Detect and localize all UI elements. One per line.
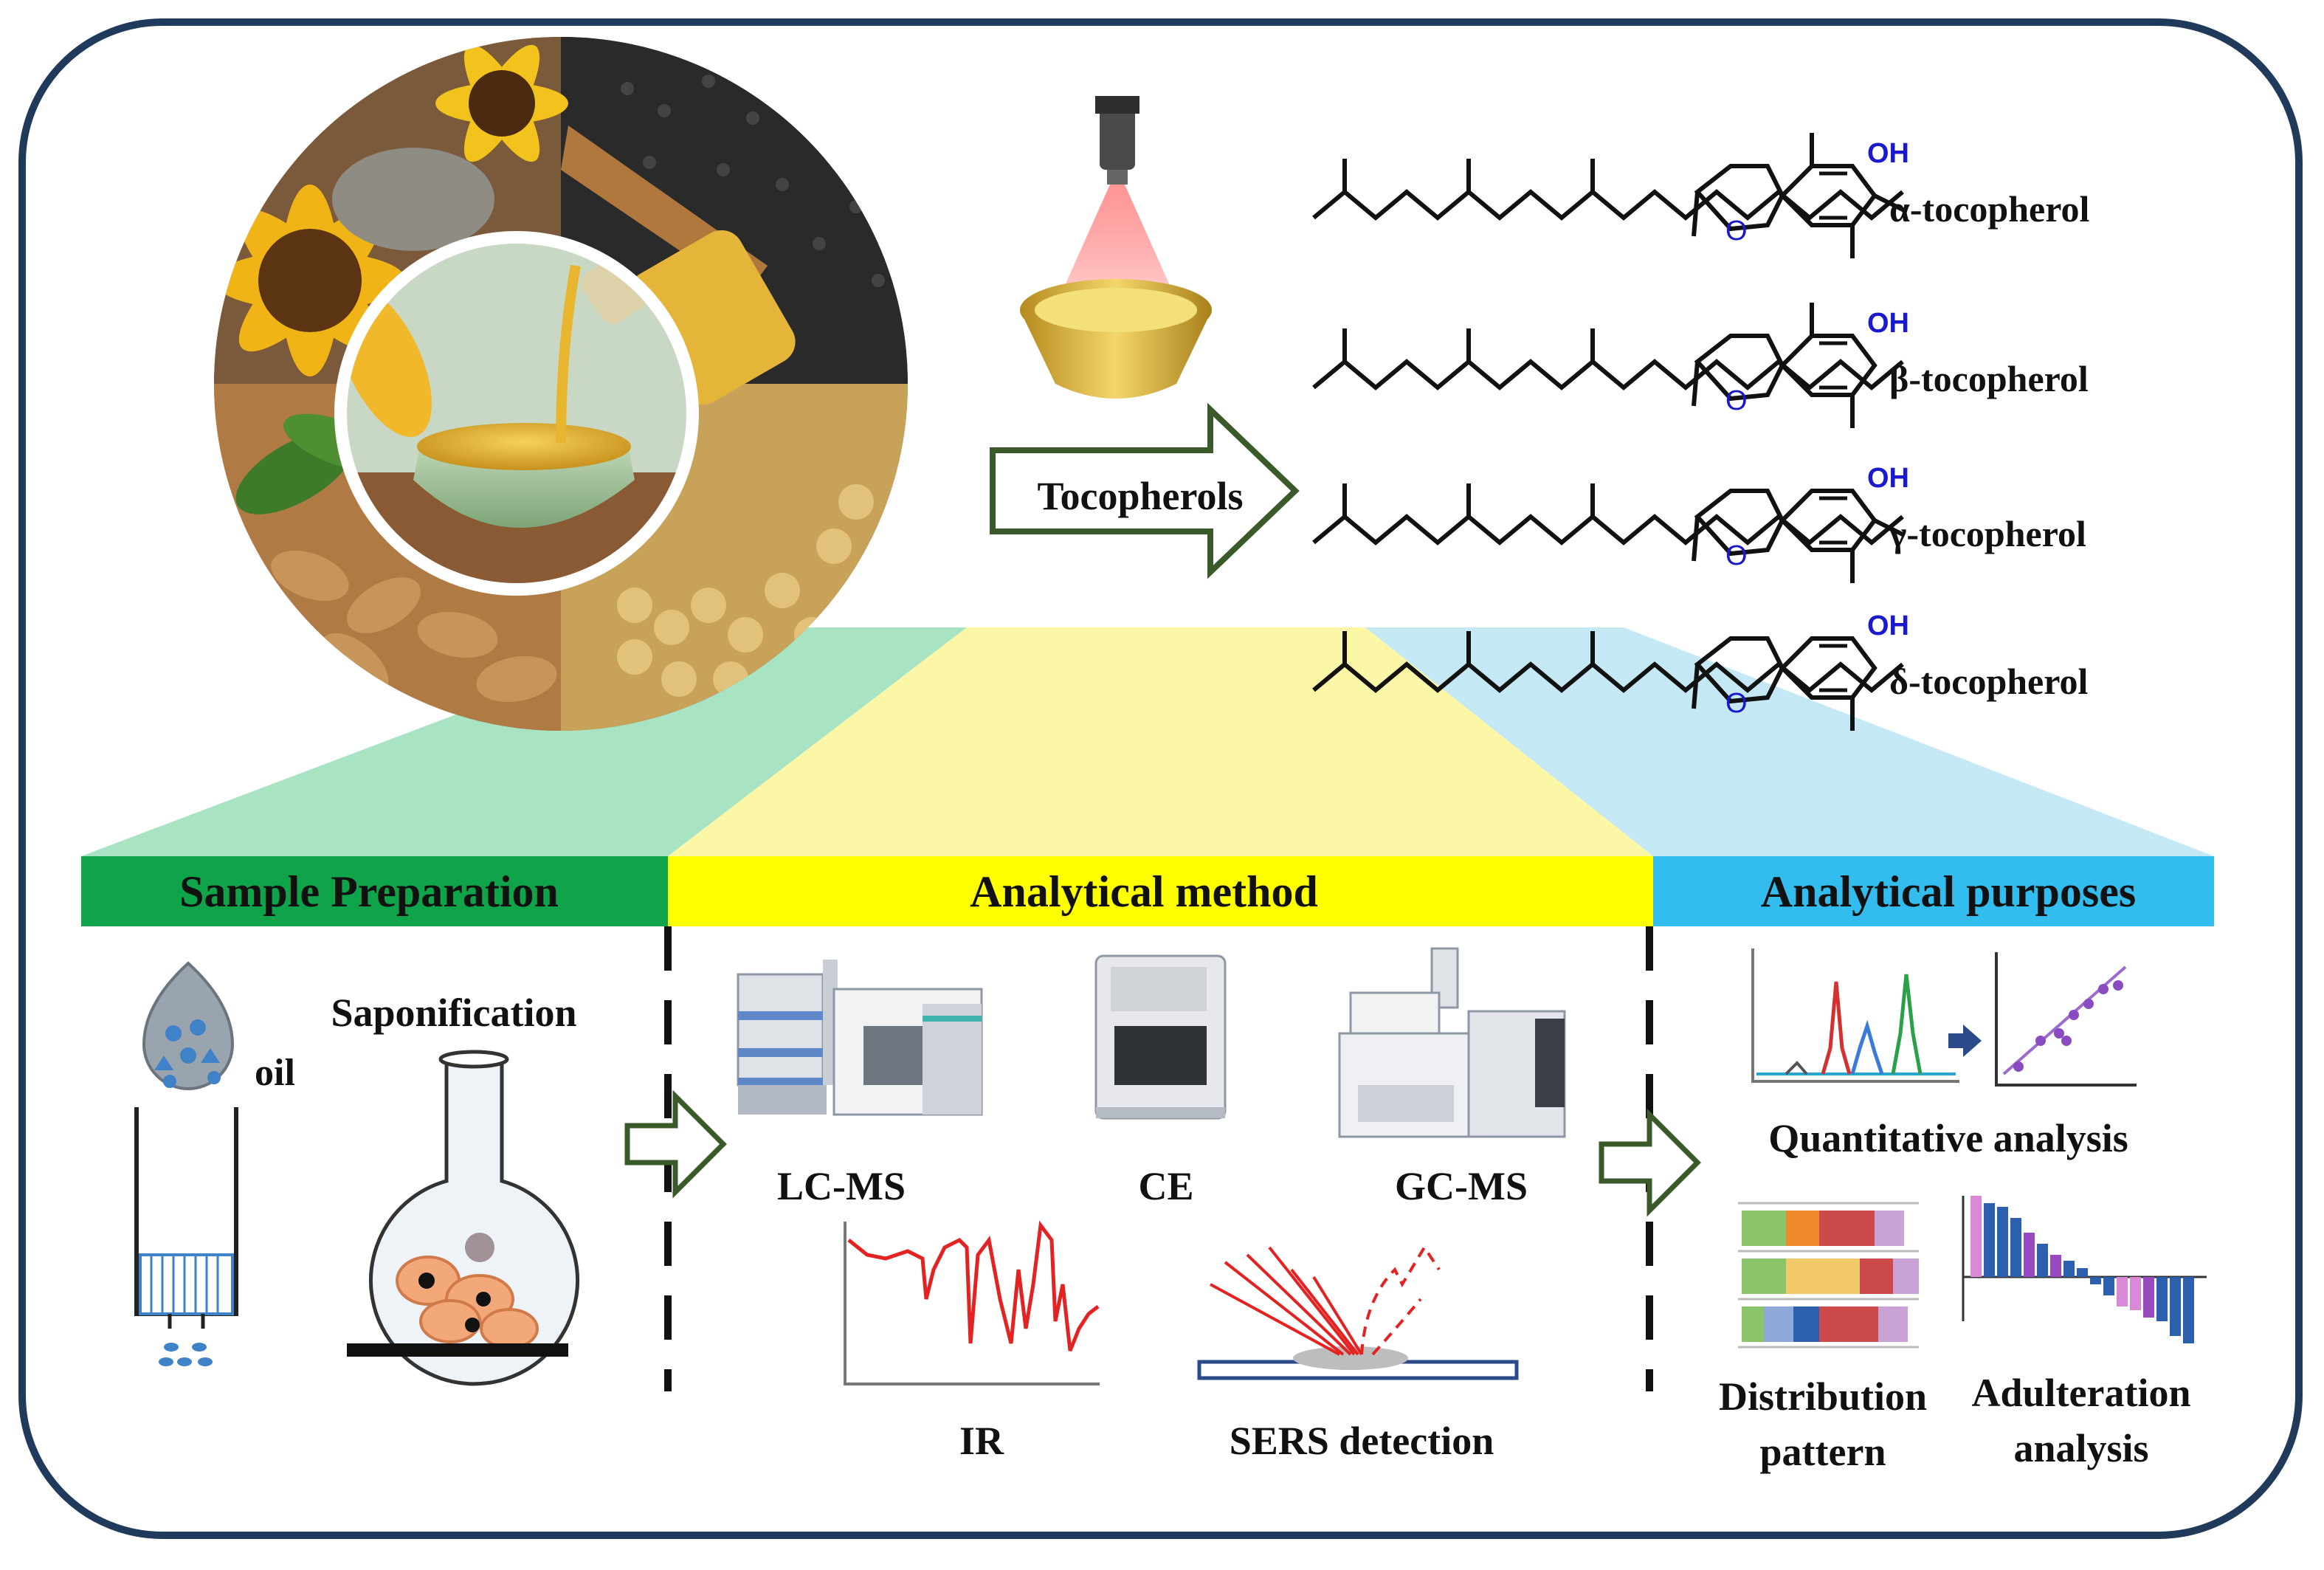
lcms-instrument-icon — [737, 960, 983, 1116]
adulteration-label-line2: analysis — [2013, 1426, 2148, 1470]
flask-icon — [347, 1050, 579, 1386]
adulteration-bar-chart-icon — [1962, 1196, 2207, 1343]
distribution-segment — [1793, 1306, 1819, 1342]
adulteration-bar — [2130, 1277, 2141, 1310]
distribution-segment — [1860, 1259, 1893, 1294]
oil-label: oil — [255, 1052, 295, 1094]
tocopherols-label: Tocopherols — [1037, 474, 1243, 518]
small-blue-arrow-icon — [1948, 1025, 1982, 1057]
tocopherols-arrow: Tocopherols — [990, 402, 1300, 579]
distribution-segment — [1742, 1211, 1786, 1246]
tocopherol-molecule-2: OH Oβ-tocopherol — [1312, 303, 2089, 428]
adulteration-bar — [2063, 1261, 2075, 1277]
adulteration-bar — [2156, 1277, 2168, 1321]
distribution-segment — [1742, 1306, 1764, 1342]
distribution-segment — [1893, 1259, 1919, 1294]
adulteration-bar — [2010, 1218, 2021, 1277]
bar-analytical-purposes — [1653, 856, 2214, 926]
tocopherol-molecule-1: OH Oα-tocopherol — [1312, 133, 2089, 258]
sunflower-image — [214, 185, 406, 376]
adulteration-bar — [2183, 1277, 2194, 1343]
ring-oxygen-label: O — [1725, 385, 1748, 416]
molecule-name: β-tocopherol — [1889, 358, 2089, 399]
sers-detection-icon — [1197, 1244, 1519, 1380]
saponification-label: Saponification — [331, 991, 576, 1035]
calibration-plot-icon — [1995, 952, 2137, 1087]
hydroxyl-label: OH — [1867, 610, 1909, 641]
ring-oxygen-label: O — [1725, 540, 1748, 571]
gcms-instrument-icon — [1338, 947, 1566, 1138]
tocopherol-molecule-4: OH Oδ-tocopherol — [1312, 610, 2089, 731]
distribution-label-line2: pattern — [1760, 1430, 1886, 1474]
oil-dish-icon — [1020, 279, 1212, 399]
distribution-segment — [1786, 1211, 1819, 1246]
funnel-yellow — [668, 627, 1653, 856]
flow-arrow-left — [624, 1089, 727, 1199]
analytical-purposes-title: Analytical purposes — [1761, 867, 2136, 916]
tocopherol-structures: OHOα-tocopherolOHOβ-tocopherolOHOγ-tocop… — [1312, 133, 2089, 731]
adulteration-bar — [1970, 1196, 1982, 1277]
ce-label: CE — [1138, 1164, 1193, 1208]
distribution-label-line1: Distribution — [1719, 1374, 1927, 1419]
distribution-segment — [1764, 1306, 1793, 1342]
hydroxyl-label: OH — [1867, 138, 1909, 169]
adulteration-bar — [1997, 1207, 2008, 1277]
adulteration-bar — [2077, 1268, 2088, 1277]
molecule-name: γ-tocopherol — [1889, 513, 2086, 554]
adulteration-bar — [2050, 1255, 2061, 1277]
outer-frame — [18, 18, 2303, 1539]
distribution-stacked-bars-icon — [1738, 1202, 1919, 1349]
adulteration-bar — [2024, 1233, 2035, 1277]
adulteration-label-line1: Adulteration — [1972, 1371, 2191, 1415]
funnel-blue — [1365, 627, 2214, 856]
gcms-label: GC-MS — [1395, 1164, 1528, 1208]
funnel-green — [81, 627, 967, 856]
adulteration-bar — [2143, 1277, 2154, 1318]
molecule-name: α-tocopherol — [1889, 188, 2089, 230]
flow-arrow-right — [1599, 1108, 1701, 1217]
analytical-method-title: Analytical method — [970, 867, 1318, 916]
tocopherol-molecule-3: OH Oγ-tocopherol — [1312, 463, 2086, 583]
ir-spectrum-icon — [844, 1220, 1100, 1385]
bar-analytical-method — [668, 856, 1653, 926]
adulteration-bar — [2170, 1277, 2181, 1336]
distribution-segment — [1878, 1306, 1908, 1342]
distribution-segment — [1819, 1306, 1878, 1342]
distribution-segment — [1819, 1211, 1875, 1246]
oilseed-photo-collage — [214, 37, 908, 731]
hydroxyl-label: OH — [1867, 308, 1909, 339]
distribution-segment — [1786, 1259, 1860, 1294]
ring-oxygen-label: O — [1725, 688, 1748, 719]
hydroxyl-label: OH — [1867, 463, 1909, 494]
adulteration-bar — [1984, 1203, 1995, 1277]
distribution-segment — [1875, 1211, 1904, 1246]
quantitative-analysis-label: Quantitative analysis — [1768, 1116, 2128, 1160]
distribution-segment — [1742, 1259, 1786, 1294]
adulteration-bar — [2037, 1244, 2048, 1277]
adulteration-bar — [2117, 1277, 2128, 1306]
molecule-name: δ-tocopherol — [1889, 661, 2089, 702]
lcms-label: LC-MS — [777, 1164, 906, 1208]
ir-label: IR — [959, 1419, 1004, 1463]
adulteration-bar — [2103, 1277, 2114, 1295]
ce-instrument-icon — [1094, 954, 1227, 1120]
bar-sample-preparation — [81, 856, 668, 926]
oil-drop-icon — [142, 961, 235, 1090]
laser-detector-icon — [1054, 96, 1181, 310]
chromatogram-icon — [1751, 948, 1959, 1083]
adulteration-bar — [2090, 1277, 2101, 1284]
sample-preparation-title: Sample Preparation — [179, 867, 559, 916]
sers-label: SERS detection — [1230, 1419, 1494, 1463]
ring-oxygen-label: O — [1725, 216, 1748, 247]
spe-cartridge-icon — [134, 1107, 238, 1366]
